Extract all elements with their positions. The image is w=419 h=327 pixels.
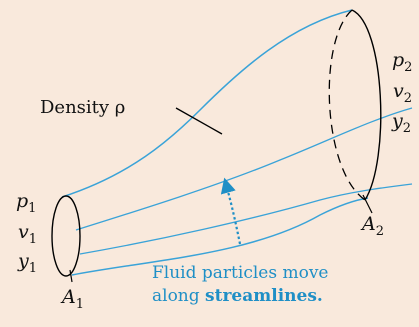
tube-bottom-edge: [71, 197, 369, 276]
callout-arrow: [220, 177, 242, 245]
p2-label: p2: [392, 49, 412, 75]
streamline-middle: [75, 107, 413, 231]
right-cross-section-front: [351, 9, 382, 201]
callout-text: Fluid particles move along streamlines.: [152, 263, 328, 306]
callout-line-2: along streamlines.: [152, 286, 323, 306]
p1-label: p1: [16, 190, 36, 216]
left-labels: p1 v1 y1 A1: [16, 190, 84, 312]
a1-label: A1: [60, 286, 84, 312]
streamline-lower: [79, 183, 413, 255]
density-pointer: [175, 107, 223, 135]
a2-label: A2: [360, 213, 384, 239]
callout-line-1: Fluid particles move: [152, 263, 328, 283]
y2-label: y2: [391, 110, 411, 136]
tube-top-edge: [61, 9, 353, 198]
a2-pointer: [362, 194, 373, 214]
density-label: Density ρ: [40, 97, 125, 118]
right-cross-section-back: [328, 9, 366, 201]
v1-label: v1: [18, 221, 37, 247]
y1-label: y1: [17, 250, 37, 276]
a1-pointer: [69, 269, 73, 283]
left-cross-section: [51, 195, 81, 277]
v2-label: v2: [393, 80, 412, 106]
right-labels: p2 v2 y2 A2: [360, 49, 412, 239]
